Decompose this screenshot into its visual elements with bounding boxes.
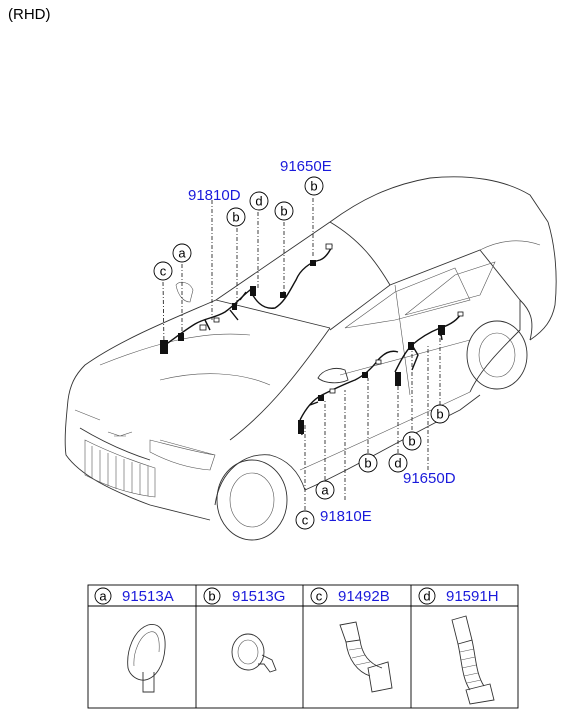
legend-part-91492B: 91492B bbox=[338, 588, 390, 605]
legend-part-91513A: 91513A bbox=[122, 588, 174, 605]
svg-text:a: a bbox=[321, 483, 329, 498]
marker-b-top-right: b bbox=[304, 176, 324, 196]
page-title: (RHD) bbox=[8, 6, 51, 23]
svg-text:b: b bbox=[310, 179, 317, 194]
legend-header-d: d 91591H bbox=[418, 587, 499, 605]
leader-lines bbox=[162, 198, 441, 510]
marker-b-roof-1: b bbox=[226, 207, 246, 227]
callout-91650D: 91650D bbox=[403, 470, 456, 487]
legend-header-b: b 91513G bbox=[203, 587, 285, 605]
marker-a-door: a bbox=[315, 480, 335, 500]
svg-text:b: b bbox=[436, 407, 443, 422]
marker-b-rear-door: b bbox=[430, 404, 450, 424]
harness-rear-door bbox=[394, 311, 464, 386]
marker-d-roof: d bbox=[249, 191, 269, 211]
car-body-illustration bbox=[64, 176, 557, 541]
protector-c-illustration bbox=[339, 621, 393, 693]
svg-text:b: b bbox=[364, 456, 371, 471]
svg-text:b: b bbox=[208, 589, 215, 604]
svg-text:c: c bbox=[160, 264, 167, 279]
grommet-a-illustration bbox=[127, 624, 166, 693]
harness-front-door bbox=[298, 350, 399, 436]
protector-d-illustration bbox=[451, 615, 495, 705]
marker-c-door: c bbox=[295, 510, 315, 530]
legend-part-91591H: 91591H bbox=[446, 588, 499, 605]
grommet-b-illustration bbox=[231, 633, 277, 673]
callout-91810D: 91810D bbox=[188, 187, 241, 204]
svg-text:b: b bbox=[232, 210, 239, 225]
callout-91650E: 91650E bbox=[280, 158, 332, 175]
svg-text:d: d bbox=[423, 589, 430, 604]
legend-header-c: c 91492B bbox=[310, 587, 390, 605]
marker-b-roof-2: b bbox=[274, 201, 294, 221]
marker-b-mid-door: b bbox=[402, 431, 422, 451]
legend-part-91513G: 91513G bbox=[232, 588, 285, 605]
harness-front-roof bbox=[160, 243, 333, 354]
svg-text:a: a bbox=[99, 589, 107, 604]
legend-header-a: a 91513A bbox=[94, 587, 174, 605]
svg-text:d: d bbox=[255, 194, 262, 209]
svg-text:d: d bbox=[394, 456, 401, 471]
marker-c-roof: c bbox=[153, 261, 173, 281]
marker-a-roof: a bbox=[172, 243, 192, 263]
marker-b-front-door: b bbox=[358, 453, 378, 473]
callout-91810E: 91810E bbox=[320, 508, 372, 525]
svg-text:c: c bbox=[316, 589, 323, 604]
parts-legend-table: a 91513A b 91513G c 91492B d 91591H bbox=[87, 584, 519, 709]
svg-text:b: b bbox=[408, 434, 415, 449]
svg-text:b: b bbox=[280, 204, 287, 219]
svg-text:c: c bbox=[302, 513, 309, 528]
marker-d-door: d bbox=[388, 453, 408, 473]
svg-text:a: a bbox=[178, 246, 186, 261]
